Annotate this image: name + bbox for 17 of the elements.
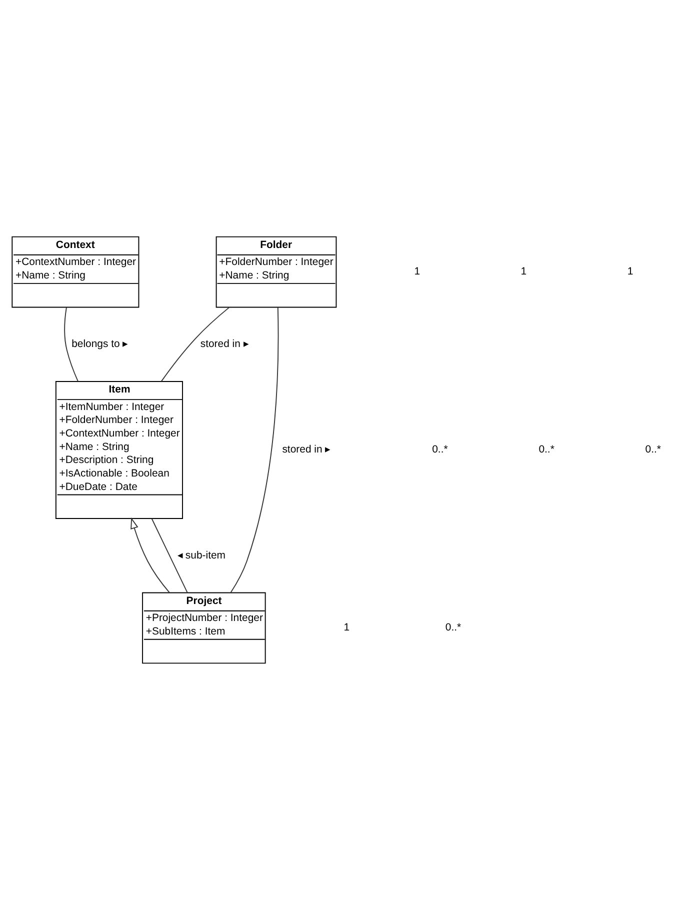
label: 1: [414, 266, 420, 278]
edge-label: belongs to ▸: [72, 338, 128, 350]
edge-label: ◂ sub-item: [178, 550, 226, 561]
connector: [151, 518, 188, 593]
label: 1: [344, 622, 350, 634]
label: 0..*: [645, 444, 662, 456]
arrow: [130, 516, 170, 593]
label: 0..*: [432, 444, 448, 456]
label: 1: [627, 266, 634, 278]
connector: [64, 306, 78, 382]
label: 0..*: [538, 444, 554, 456]
edge-label: stored in ▸: [282, 444, 330, 456]
label: 0..*: [445, 622, 462, 634]
label: 1: [520, 266, 527, 278]
edge-label: stored in ▸: [200, 338, 248, 350]
connector: [230, 306, 279, 592]
connector: [160, 306, 230, 382]
